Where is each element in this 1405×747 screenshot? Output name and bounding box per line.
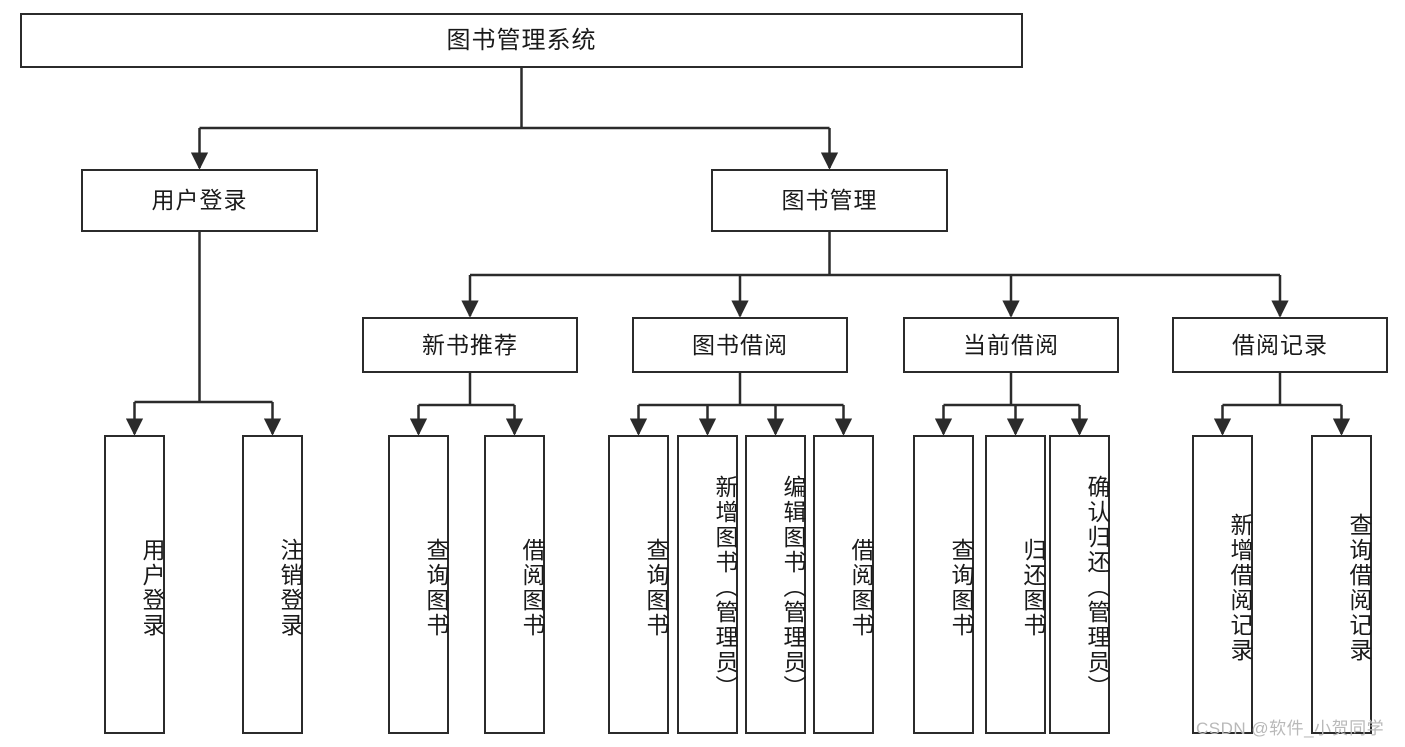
node-l-addrec[interactable]: 新增借阅记录 [1192, 435, 1253, 734]
node-l-b2[interactable]: 借阅图书 [813, 435, 874, 734]
node-label: 用户登录 [139, 537, 165, 638]
node-l-return[interactable]: 归还图书 [985, 435, 1046, 734]
node-n-bookmgmt[interactable]: 图书管理 [711, 169, 948, 232]
node-l-logout[interactable]: 注销登录 [242, 435, 303, 734]
node-n-newbook[interactable]: 新书推荐 [362, 317, 578, 373]
node-l-q2[interactable]: 查询图书 [608, 435, 669, 734]
node-l-b1[interactable]: 借阅图书 [484, 435, 545, 734]
node-n-login[interactable]: 用户登录 [81, 169, 318, 232]
node-label: 图书管理 [781, 187, 878, 214]
node-label: 查询借阅记录 [1346, 512, 1372, 663]
node-label: 图书借阅 [692, 331, 788, 358]
node-label: 借阅图书 [519, 537, 545, 638]
node-n-record[interactable]: 借阅记录 [1172, 317, 1388, 373]
node-label: 查询图书 [423, 537, 449, 638]
node-l-add[interactable]: 新增图书（管理员） [677, 435, 738, 734]
node-label: 借阅记录 [1232, 331, 1328, 358]
node-l-q1[interactable]: 查询图书 [388, 435, 449, 734]
node-l-confirm[interactable]: 确认归还（管理员） [1049, 435, 1110, 734]
node-l-userlogin[interactable]: 用户登录 [104, 435, 165, 734]
node-label: 新增图书（管理员） [712, 475, 738, 700]
node-l-qrec[interactable]: 查询借阅记录 [1311, 435, 1372, 734]
node-root[interactable]: 图书管理系统 [20, 13, 1023, 68]
node-label: 新增借阅记录 [1227, 512, 1253, 663]
node-label: 新书推荐 [422, 331, 518, 358]
node-label: 注销登录 [277, 537, 303, 638]
node-label: 图书管理系统 [446, 26, 597, 54]
edge-group [125, 68, 1351, 436]
node-label: 查询图书 [948, 537, 974, 638]
node-n-borrow[interactable]: 图书借阅 [632, 317, 848, 373]
node-label: 归还图书 [1020, 537, 1046, 638]
node-label: 用户登录 [151, 187, 248, 214]
node-label: 借阅图书 [848, 537, 874, 638]
node-label: 确认归还（管理员） [1084, 475, 1110, 700]
node-l-q3[interactable]: 查询图书 [913, 435, 974, 734]
watermark-label: CSDN @软件_小贺同学 [1196, 719, 1385, 738]
node-n-current[interactable]: 当前借阅 [903, 317, 1119, 373]
node-label: 查询图书 [643, 537, 669, 638]
node-label: 编辑图书（管理员） [780, 475, 806, 700]
node-l-edit[interactable]: 编辑图书（管理员） [745, 435, 806, 734]
node-label: 当前借阅 [963, 331, 1059, 358]
